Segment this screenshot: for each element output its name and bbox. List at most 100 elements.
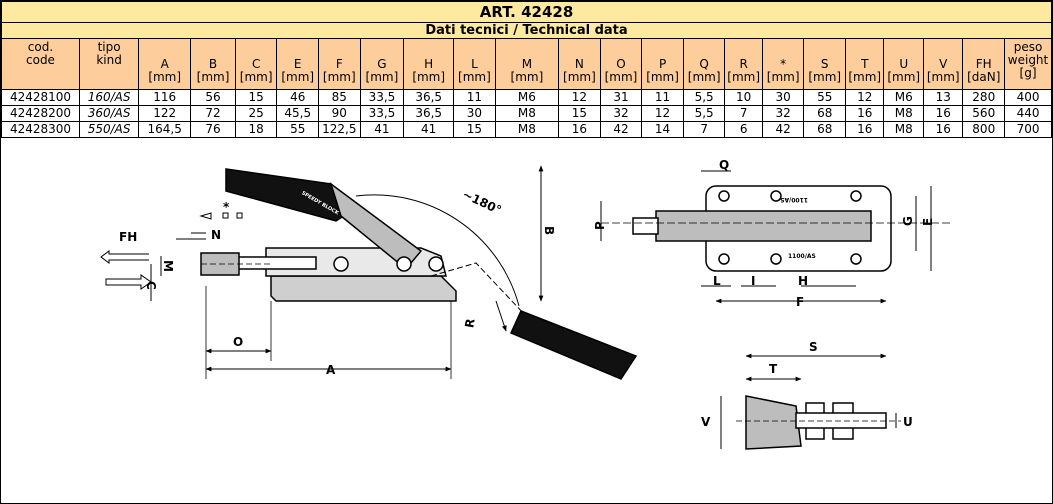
table-cell: 55 — [803, 89, 847, 106]
table-cell: 55 — [276, 121, 320, 138]
table-cell: 42 — [599, 121, 643, 138]
table-cell: 76 — [190, 121, 236, 138]
label-q: Q — [719, 158, 729, 172]
table-cell: 14 — [641, 121, 684, 138]
col-header-e: E[mm] — [276, 38, 320, 90]
label-o: O — [233, 335, 243, 349]
table-cell: 16 — [922, 121, 964, 138]
cell-kind: 160/AS — [78, 89, 140, 106]
label-c: C — [144, 281, 158, 290]
top-view-drawing — [600, 170, 951, 304]
table-cell: 85 — [318, 89, 361, 106]
article-title: ART. 42428 — [1, 1, 1052, 23]
table-cell: 32 — [761, 105, 805, 122]
table-cell: 15 — [558, 105, 601, 122]
table-cell: 33,5 — [359, 105, 405, 122]
col-header-u: U[mm] — [883, 38, 924, 90]
fh-arrow-left — [100, 250, 149, 264]
table-cell: 46 — [276, 89, 320, 106]
label-t: T — [769, 362, 778, 376]
table-cell: 15 — [453, 121, 496, 138]
table-cell: 30 — [453, 105, 496, 122]
technical-data-table: ART. 42428 Dati tecnici / Technical data… — [1, 1, 1052, 138]
rubber-tip — [745, 395, 802, 450]
label-r: R — [462, 317, 477, 329]
table-cell: 36,5 — [403, 105, 455, 122]
table-cell: 41 — [403, 121, 455, 138]
table-cell: 18 — [234, 121, 278, 138]
table-cell: 41 — [359, 121, 405, 138]
cell-code: 42428200 — [1, 105, 80, 122]
label-angle: ~180° — [460, 187, 503, 217]
top-plate-text-2: 1100/AS — [788, 253, 816, 260]
handle-open-dashed — [430, 262, 527, 317]
table-cell: 400 — [1004, 89, 1052, 106]
table-cell: 25 — [234, 105, 278, 122]
label-i: I — [751, 274, 755, 288]
label-b: B — [542, 226, 556, 235]
table-cell: 13 — [922, 89, 964, 106]
table-cell: M8 — [883, 121, 924, 138]
label-v: V — [701, 415, 711, 429]
label-a: A — [326, 363, 336, 377]
label-star: * — [223, 200, 230, 214]
side-view-drawing — [100, 165, 638, 380]
table-cell: 7 — [724, 105, 763, 122]
pivot-2 — [396, 256, 412, 272]
table-cell: 12 — [558, 89, 601, 106]
fh-arrow-right — [105, 274, 152, 290]
plunger-detail-drawing — [720, 353, 901, 450]
table-cell: 42 — [761, 121, 805, 138]
table-cell: 12 — [845, 89, 885, 106]
clamp-base — [270, 275, 457, 302]
table-cell: 280 — [962, 89, 1006, 106]
table-subtitle: Dati tecnici / Technical data — [1, 22, 1052, 39]
table-cell: 122,5 — [318, 121, 361, 138]
col-header-b: B[mm] — [190, 38, 236, 90]
col-header-a: A[mm] — [138, 38, 192, 90]
label-e: E — [921, 218, 935, 226]
col-header-fh: FH[daN] — [962, 38, 1006, 90]
col-header-v: V[mm] — [922, 38, 964, 90]
table-cell: 7 — [682, 121, 726, 138]
rotation-arc — [355, 194, 520, 307]
table-cell: 72 — [190, 105, 236, 122]
table-cell: 11 — [453, 89, 496, 106]
col-header-m: M[mm] — [494, 38, 560, 90]
table-cell: 68 — [803, 121, 847, 138]
table-cell: M6 — [494, 89, 560, 106]
cell-code: 42428100 — [1, 89, 80, 106]
col-header-q: Q[mm] — [682, 38, 726, 90]
col-header-star: *[mm] — [761, 38, 805, 90]
table-cell: 11 — [641, 89, 684, 106]
label-s: S — [809, 340, 818, 354]
table-cell: 10 — [724, 89, 763, 106]
col-header-c: C[mm] — [234, 38, 278, 90]
top-plunger — [632, 217, 659, 235]
table-cell: 31 — [599, 89, 643, 106]
table-cell: M8 — [883, 105, 924, 122]
label-u: U — [903, 415, 913, 429]
col-header-g: G[mm] — [359, 38, 405, 90]
plunger-detail-labels: S T V U — [701, 340, 913, 429]
table-cell: 32 — [599, 105, 643, 122]
pivot-3 — [428, 256, 444, 272]
table-cell: 5,5 — [682, 89, 726, 106]
table-cell: 116 — [138, 89, 192, 106]
label-p: P — [593, 221, 607, 230]
label-f: F — [796, 295, 804, 309]
col-header-s: S[mm] — [803, 38, 847, 90]
table-cell: 90 — [318, 105, 361, 122]
table-cell: 16 — [558, 121, 601, 138]
label-g: G — [901, 216, 915, 226]
table-cell: 16 — [845, 121, 885, 138]
table-cell: 800 — [962, 121, 1006, 138]
col-header-n: N[mm] — [558, 38, 601, 90]
